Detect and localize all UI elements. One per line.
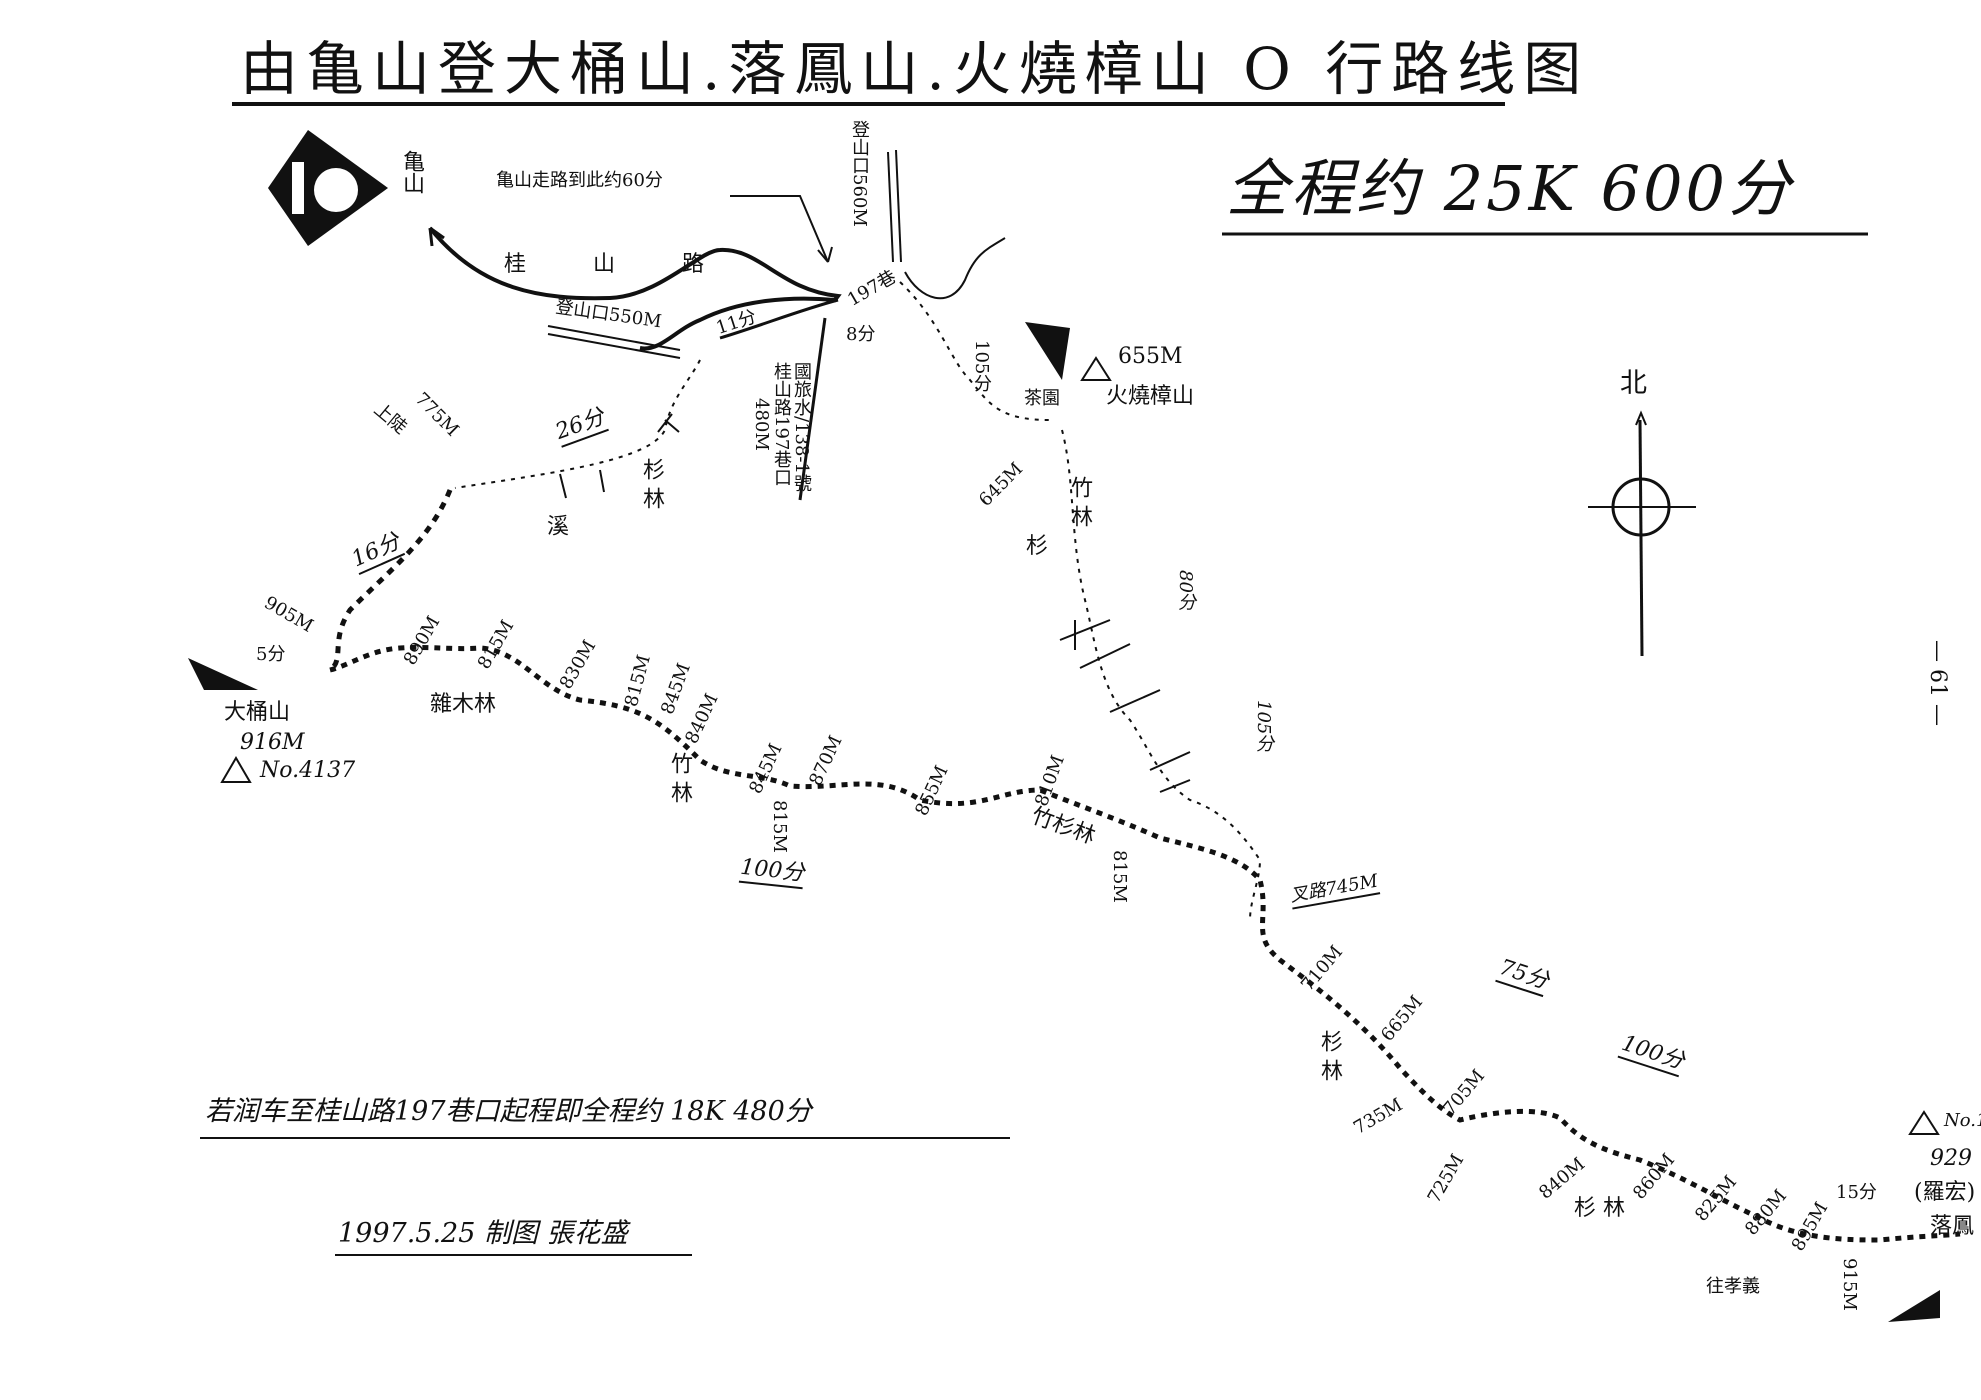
road-lower-line xyxy=(719,298,839,340)
label-datongshan-no: No.4137 xyxy=(260,758,356,783)
label-datongshan-elev: 916M xyxy=(240,730,305,755)
label-cedar-1: 杉 xyxy=(1026,534,1049,559)
label-minutes-105b: 105分 xyxy=(1253,700,1274,753)
label-minutes-105a: 105分 xyxy=(971,340,992,393)
trail-550-to-775 xyxy=(454,359,701,489)
label-guishan-road: 桂 山 路 xyxy=(504,252,734,277)
label-trailhead-480-line2: 桂山路197巷口 xyxy=(771,362,792,487)
author-line: 1997.5.25 制图 張花盛 xyxy=(338,1218,628,1249)
guishan-road-arrow xyxy=(428,226,445,247)
label-minutes-15: 15分 xyxy=(1836,1182,1877,1203)
triangle-benchmark-icon xyxy=(220,356,1940,1135)
label-elev-815c: 815M xyxy=(769,800,790,853)
label-to-lianyi: 往孝義 xyxy=(1706,1276,1760,1297)
trailhead-560-mark-b xyxy=(895,149,902,263)
trail-badge-icon xyxy=(268,130,388,246)
label-tea: 茶園 xyxy=(1024,388,1060,409)
label-luofeng-name2: 落鳳 xyxy=(1930,1214,1975,1239)
label-bamboo-forest-2: 竹 林 xyxy=(667,752,692,803)
label-mixed-forest: 雜木林 xyxy=(430,692,497,717)
label-stream: 溪 xyxy=(543,514,568,536)
label-bamboo-forest-1: 竹 林 xyxy=(1067,476,1092,527)
label-trailhead-480-line3: 國旅水/138-1號 xyxy=(791,362,812,492)
label-cedar-forest-2: 杉 林 xyxy=(1317,1030,1342,1081)
label-turtle-walk-note: 亀山走路到此约60分 xyxy=(496,170,663,191)
label-trailhead-560: 登山口560M xyxy=(849,120,870,227)
lane-arrow xyxy=(798,317,827,501)
label-cedar-forest-1: 杉 林 xyxy=(639,458,664,509)
label-turtle-mountain: 亀山 xyxy=(399,150,424,194)
label-minutes-5: 5分 xyxy=(256,644,286,665)
label-minutes-8: 8分 xyxy=(846,324,876,345)
summary-note: 若润车至桂山路197巷口起程即全程约 18K 480分 xyxy=(205,1096,812,1127)
label-luofeng-elev: 929 xyxy=(1930,1146,1972,1171)
label-elev-915: 915M xyxy=(1839,1258,1860,1311)
label-datongshan-name: 大桶山 xyxy=(224,700,291,725)
trailhead-550-mark-a xyxy=(547,325,681,351)
label-trailhead-480-line1: 480M xyxy=(751,398,772,451)
note-arrowhead xyxy=(817,246,833,263)
page-number: — 61 — xyxy=(1925,640,1950,726)
label-peak-655: 655M xyxy=(1118,344,1183,369)
total-distance: 全程约 25K 600分 xyxy=(1226,152,1793,225)
flag-icon xyxy=(1888,1290,1940,1322)
label-luofeng-no: No.1 xyxy=(1944,1110,1981,1131)
main-ridge-trail xyxy=(329,644,1961,1243)
guishan-road-line xyxy=(428,226,842,351)
north-label: 北 xyxy=(1620,368,1647,399)
label-cedar-forest-3: 杉 林 xyxy=(1574,1196,1625,1221)
trail-560-to-huoshao xyxy=(899,281,1051,421)
trailhead-550-mark-b xyxy=(547,333,681,359)
trail-775-to-datong xyxy=(328,489,453,673)
label-luofeng-name: (羅宏) xyxy=(1914,1180,1976,1205)
creek-line xyxy=(904,237,1006,300)
page-title: 由亀山登大桶山.落鳳山.火燒樟山 O 行路线图 xyxy=(240,35,1590,103)
label-elev-815d: 815M xyxy=(1109,850,1130,903)
stream-crossings xyxy=(559,413,1191,793)
flag-icon xyxy=(188,658,258,690)
label-huoshao: 火燒樟山 xyxy=(1106,384,1195,409)
note-arrow xyxy=(730,195,829,263)
label-minutes-80: 80分 xyxy=(1175,570,1196,611)
compass-icon xyxy=(1588,410,1696,657)
flag-icon xyxy=(1025,322,1070,380)
trailhead-560-mark-a xyxy=(887,151,894,263)
